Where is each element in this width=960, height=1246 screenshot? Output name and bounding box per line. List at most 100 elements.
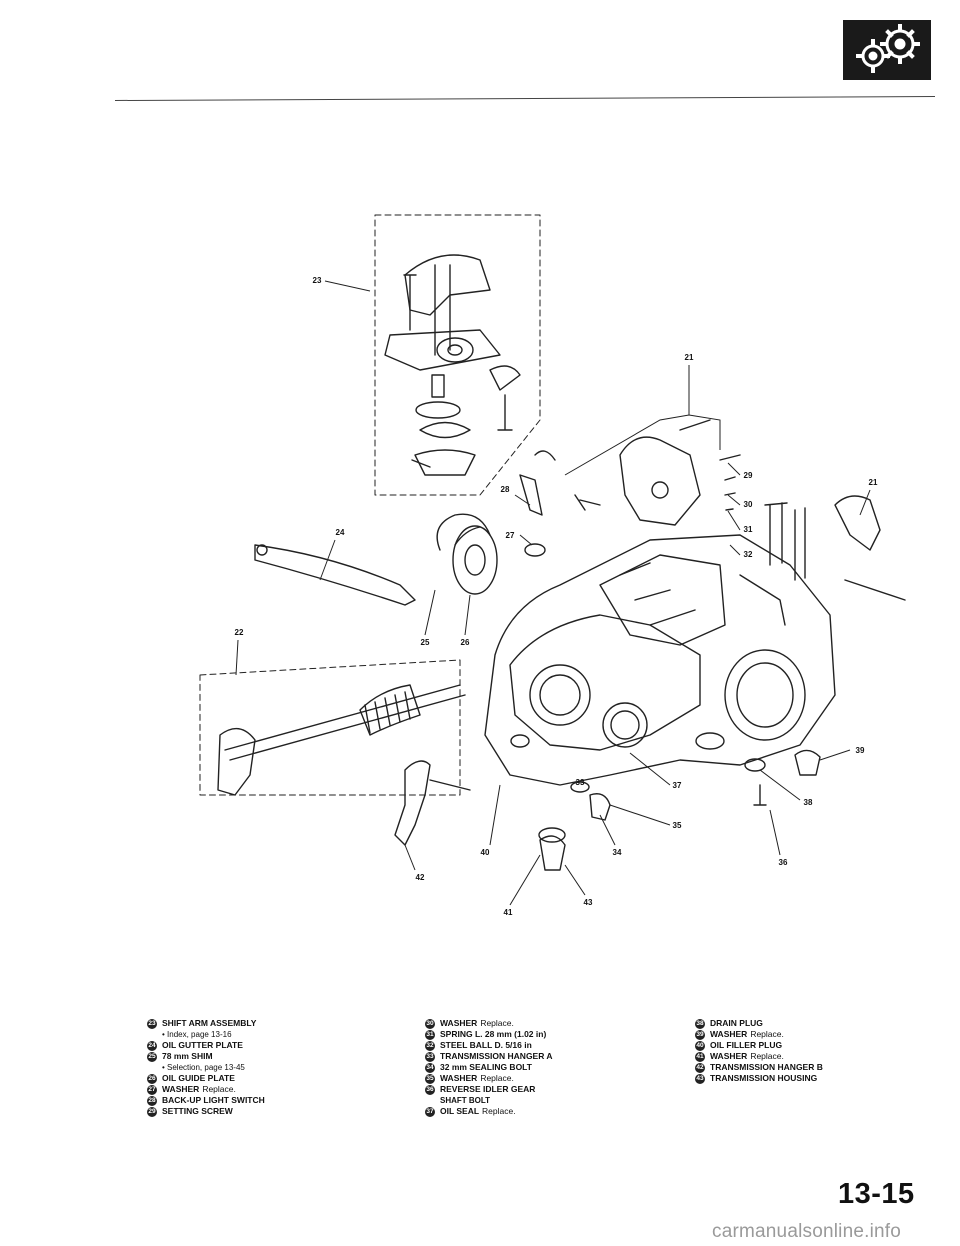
callout-26: 26 — [461, 638, 470, 647]
legend-note: Replace. — [202, 1084, 236, 1094]
legend-item: 36 REVERSE IDLER GEAR — [425, 1084, 553, 1095]
callout-33: 33 — [576, 778, 585, 787]
legend-item: 42 TRANSMISSION HANGER B — [695, 1062, 823, 1073]
legend-number: 29 — [147, 1106, 157, 1117]
legend-label: 32 mm SEALING BOLT — [440, 1062, 532, 1072]
legend-item: 38 DRAIN PLUG — [695, 1018, 823, 1029]
callout-24: 24 — [336, 528, 345, 537]
legend-number: 33 — [425, 1051, 435, 1062]
legend-number: 42 — [695, 1062, 705, 1073]
callout-37: 37 — [673, 781, 682, 790]
legend-number: 34 — [425, 1062, 435, 1073]
legend-number: 25 — [147, 1051, 157, 1062]
legend-label: TRANSMISSION HOUSING — [710, 1073, 818, 1083]
legend-label: DRAIN PLUG — [710, 1018, 763, 1028]
legend-label: BACK-UP LIGHT SWITCH — [162, 1095, 265, 1105]
callout-32: 32 — [744, 550, 753, 559]
legend-label: SETTING SCREW — [162, 1106, 233, 1116]
legend-number: 32 — [425, 1040, 435, 1051]
legend-label: OIL FILLER PLUG — [710, 1040, 783, 1050]
exploded-view-diagram: 23 21 24 22 25 26 28 27 29 30 31 32 21 3… — [180, 205, 920, 940]
legend-note: Replace. — [482, 1106, 516, 1116]
legend-item: 32 STEEL BALL D. 5/16 in — [425, 1040, 553, 1051]
legend-number: 30 — [425, 1018, 435, 1029]
legend-item: 26 OIL GUIDE PLATE — [147, 1073, 265, 1084]
legend-item: 43 TRANSMISSION HOUSING — [695, 1073, 823, 1084]
callout-34: 34 — [613, 848, 622, 857]
legend-label: WASHER — [710, 1029, 748, 1039]
legend-number: 39 — [695, 1029, 705, 1040]
legend-label: WASHER — [162, 1084, 200, 1094]
legend-subnote: • Index, page 13-16 — [162, 1030, 232, 1039]
legend-label: WASHER — [440, 1073, 478, 1083]
legend-label: TRANSMISSION HANGER A — [440, 1051, 553, 1061]
callout-21a: 21 — [685, 353, 694, 362]
legend-item: 31 SPRING L. 28 mm (1.02 in) — [425, 1029, 553, 1040]
legend-label: TRANSMISSION HANGER B — [710, 1062, 823, 1072]
legend-label: OIL GUIDE PLATE — [162, 1073, 235, 1083]
legend-number: 38 — [695, 1018, 705, 1029]
legend-number: 41 — [695, 1051, 705, 1062]
callout-25: 25 — [421, 638, 430, 647]
legend-number: 24 — [147, 1040, 157, 1051]
legend-number: 40 — [695, 1040, 705, 1051]
callout-27: 27 — [506, 531, 515, 540]
legend-label: WASHER — [440, 1018, 478, 1028]
legend-subnote: • Selection, page 13-45 — [162, 1063, 245, 1072]
legend-label: 78 mm SHIM — [162, 1051, 213, 1061]
legend-number: 28 — [147, 1095, 157, 1106]
legend-item: 33 TRANSMISSION HANGER A — [425, 1051, 553, 1062]
callout-38: 38 — [804, 798, 813, 807]
callout-42: 42 — [416, 873, 425, 882]
legend-item: 34 32 mm SEALING BOLT — [425, 1062, 553, 1073]
callout-21b: 21 — [869, 478, 878, 487]
legend-number: 37 — [425, 1106, 435, 1117]
callout-28: 28 — [501, 485, 510, 494]
header-rule — [114, 95, 935, 101]
legend-number: 35 — [425, 1073, 435, 1084]
legend-subnote: SHAFT BOLT — [440, 1096, 491, 1105]
callout-29: 29 — [744, 471, 753, 480]
legend-number: 31 — [425, 1029, 435, 1040]
watermark-text: carmanualsonline.info — [712, 1221, 902, 1242]
legend-item: 29 SETTING SCREW — [147, 1106, 265, 1117]
legend-note: Replace. — [750, 1029, 784, 1039]
legend-note: Replace. — [480, 1073, 514, 1083]
legend-label: SPRING L. 28 mm (1.02 in) — [440, 1029, 547, 1039]
section-gears-icon — [843, 20, 931, 80]
legend-item: 25 78 mm SHIM — [147, 1051, 265, 1062]
legend-note: Replace. — [750, 1051, 784, 1061]
legend-label: REVERSE IDLER GEAR — [440, 1084, 536, 1094]
legend-number: 27 — [147, 1084, 157, 1095]
legend-label: OIL GUTTER PLATE — [162, 1040, 243, 1050]
callout-40: 40 — [481, 848, 490, 857]
legend-note: Replace. — [480, 1018, 514, 1028]
callout-41: 41 — [504, 908, 513, 917]
legend-item: 28 BACK-UP LIGHT SWITCH — [147, 1095, 265, 1106]
callout-31: 31 — [744, 525, 753, 534]
legend-number: 43 — [695, 1073, 705, 1084]
callout-30: 30 — [744, 500, 753, 509]
callout-22: 22 — [235, 628, 244, 637]
legend-number: 26 — [147, 1073, 157, 1084]
legend-label: WASHER — [710, 1051, 748, 1061]
legend-item: 24 OIL GUTTER PLATE — [147, 1040, 265, 1051]
page-number: 13-15 — [838, 1178, 915, 1210]
legend-number: 36 — [425, 1084, 435, 1095]
legend-label: STEEL BALL D. 5/16 in — [440, 1040, 532, 1050]
callout-36: 36 — [779, 858, 788, 867]
legend-item: 40 OIL FILLER PLUG — [695, 1040, 823, 1051]
callout-39: 39 — [856, 746, 865, 755]
legend-label: OIL SEAL — [440, 1106, 480, 1116]
legend-number: 23 — [147, 1018, 157, 1029]
callout-23: 23 — [313, 276, 322, 285]
